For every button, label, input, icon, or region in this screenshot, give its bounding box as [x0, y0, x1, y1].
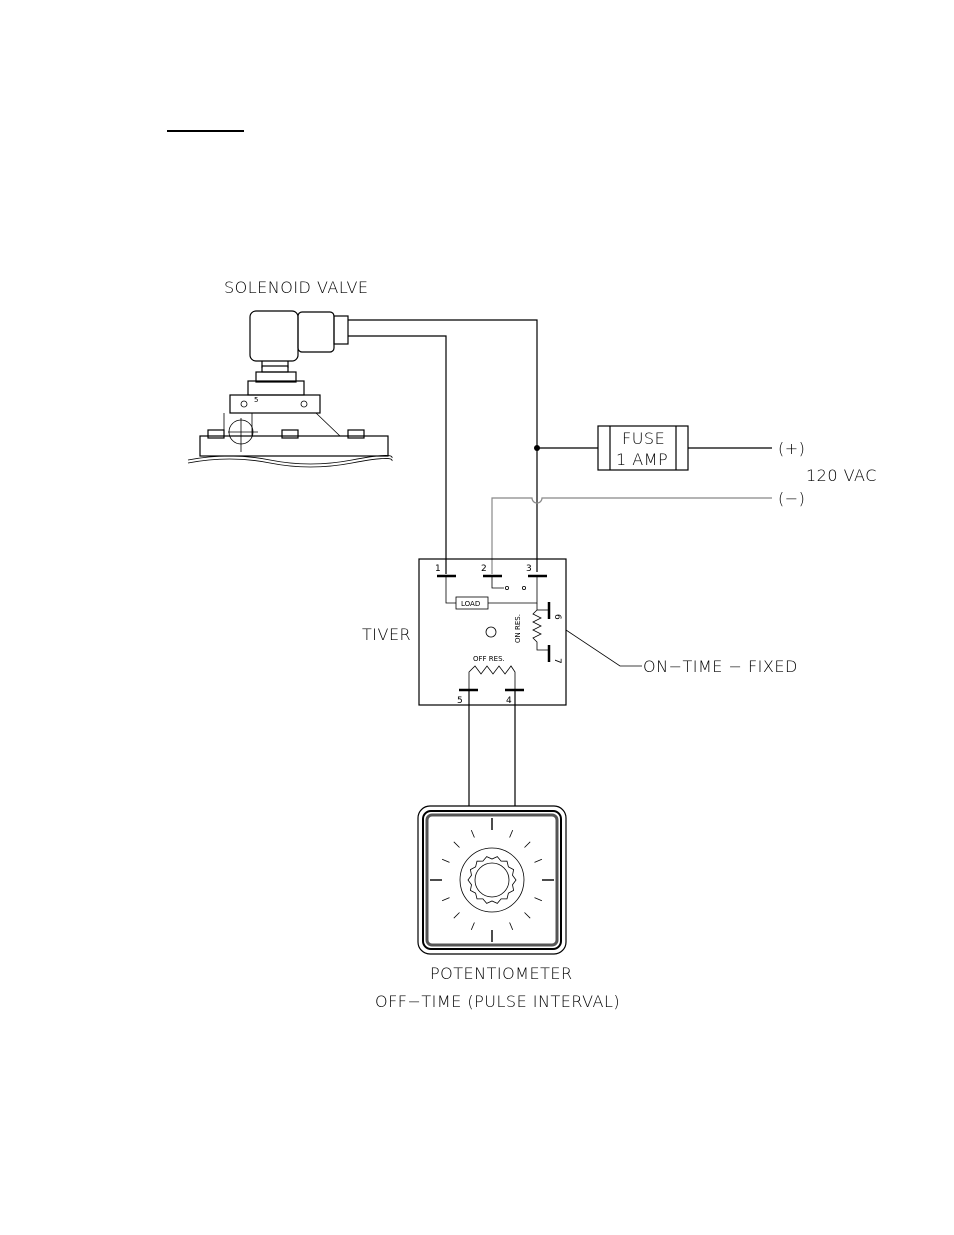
timer-label: TIVER [362, 625, 411, 644]
terminal-1-label: 1 [435, 564, 441, 574]
terminal-5-label: 5 [457, 696, 463, 706]
dial-tick [471, 830, 474, 837]
solenoid-valve-label: SOLENOID VALVE [224, 278, 369, 297]
dial-tick [454, 913, 460, 919]
on-res-label: ON RES. [514, 614, 522, 643]
potentiometer [418, 806, 566, 954]
load-label: LOAD [461, 600, 480, 608]
dial-tick [510, 830, 513, 837]
plus-terminal-label: (+) [778, 439, 805, 458]
timer-block [419, 559, 566, 705]
voltage-label: 120 VAC [806, 466, 877, 485]
dial-tick [510, 923, 513, 930]
on-time-label: ON−TIME − FIXED [643, 657, 798, 676]
minus-terminal-label: (−) [778, 489, 805, 508]
dial-tick [471, 923, 474, 930]
terminal-2-label: 2 [481, 564, 487, 574]
dial-tick [525, 842, 531, 848]
fuse-rating-label: 1 AMP [616, 450, 668, 469]
terminal-4-label: 4 [506, 696, 512, 706]
dial-tick [535, 898, 542, 901]
terminal-7-label: 7 [552, 658, 562, 664]
dial-tick [525, 913, 531, 919]
fuse-label: FUSE [622, 429, 665, 448]
terminal-6-label: 6 [552, 614, 562, 620]
svg-text:5: 5 [254, 396, 258, 404]
dial-tick [442, 859, 449, 862]
dial-tick [442, 898, 449, 901]
potentiometer-label: POTENTIOMETER [430, 964, 573, 983]
solenoid-valve: 5 [188, 311, 392, 467]
off-res-label: OFF RES. [473, 655, 505, 663]
wires [348, 320, 772, 806]
terminal-3-label: 3 [526, 564, 532, 574]
dial-tick [535, 859, 542, 862]
dial-tick [454, 842, 460, 848]
off-time-label: OFF−TIME (PULSE INTERVAL) [375, 992, 620, 1011]
